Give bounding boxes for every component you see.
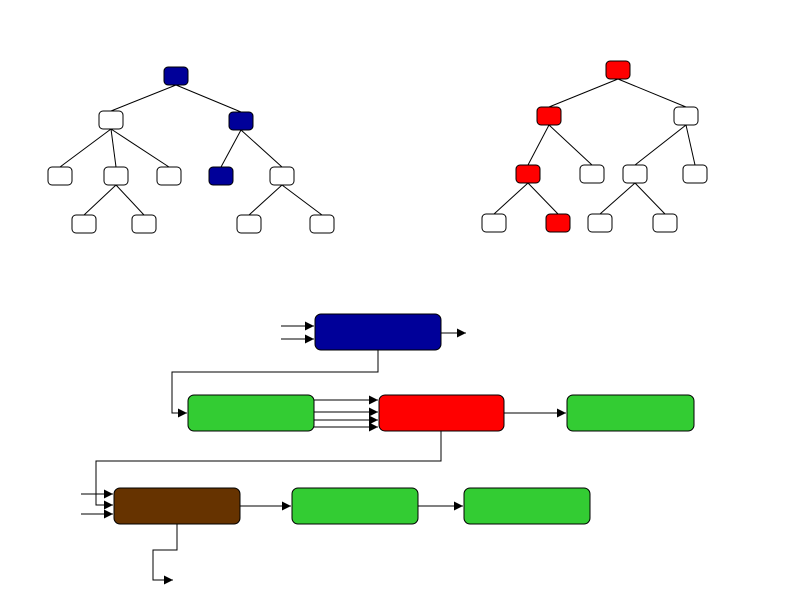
tree-node <box>622 164 648 184</box>
flow-block-bottom-right <box>463 487 591 525</box>
tree-edge <box>527 124 550 166</box>
tree-node <box>71 214 97 234</box>
tree-edge <box>548 78 619 108</box>
tree-node-highlighted <box>515 164 541 184</box>
tree-edge <box>685 124 696 166</box>
tree-node <box>103 166 129 186</box>
tree-edge <box>281 184 323 216</box>
tree-node <box>98 110 124 130</box>
flow-block-mid-right <box>566 394 695 432</box>
tree-node <box>579 164 605 184</box>
tree-node <box>587 213 613 233</box>
tree-left <box>47 66 335 234</box>
tree-node <box>156 166 182 186</box>
tree-edge <box>634 124 687 166</box>
tree-node-highlighted <box>228 111 254 131</box>
output-arrow <box>152 524 178 585</box>
tree-edge <box>110 128 170 168</box>
tree-node <box>673 106 699 126</box>
tree-node <box>131 214 157 234</box>
tree-node <box>309 214 335 234</box>
tree-node <box>269 166 295 186</box>
tree-edge <box>527 182 559 215</box>
flow-block-bottom-center <box>291 487 419 525</box>
flow-block-mid-left <box>187 394 315 432</box>
feedback-arrow <box>171 350 379 418</box>
tree-node-highlighted <box>536 106 562 126</box>
tree-edge <box>493 182 529 215</box>
flow-block-top <box>314 313 442 351</box>
tree-edge <box>175 84 242 113</box>
tree-node <box>682 164 708 184</box>
tree-edge <box>59 128 112 168</box>
flow-diagram <box>81 313 695 585</box>
tree-edge <box>240 129 283 168</box>
tree-edge <box>617 78 687 108</box>
tree-right <box>481 60 708 233</box>
tree-edge <box>634 182 666 215</box>
tree-node <box>236 214 262 234</box>
feedback-arrow <box>95 431 442 510</box>
tree-node <box>652 213 678 233</box>
tree-edge <box>248 184 283 216</box>
tree-edge <box>220 129 242 168</box>
tree-edge <box>548 124 593 166</box>
tree-edge <box>115 184 145 216</box>
tree-node <box>47 166 73 186</box>
tree-edge <box>110 84 177 112</box>
tree-edge <box>599 182 636 215</box>
tree-node-highlighted <box>605 60 631 80</box>
tree-edge <box>110 128 117 168</box>
tree-node <box>481 213 507 233</box>
flow-block-mid-center <box>378 394 505 432</box>
flow-block-bottom-left <box>113 487 241 525</box>
tree-edge <box>83 184 117 216</box>
tree-node-highlighted <box>208 166 234 186</box>
tree-node-highlighted <box>545 213 571 233</box>
tree-node-highlighted <box>163 66 189 86</box>
